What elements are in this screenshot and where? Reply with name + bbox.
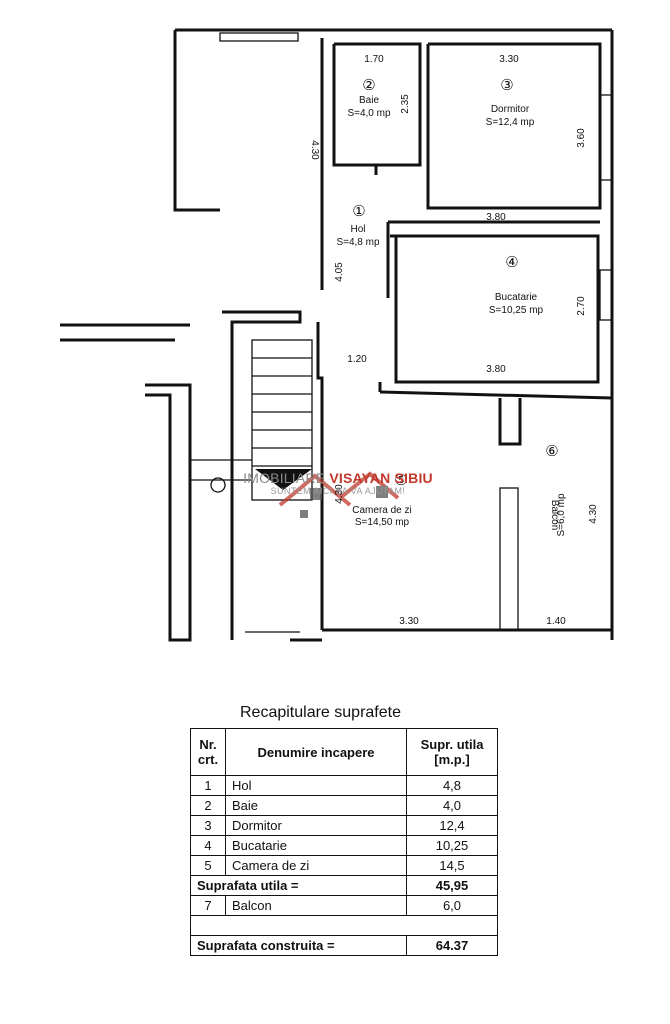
stair-arrow	[255, 469, 312, 490]
staircase	[190, 339, 313, 501]
dim-label: 1.40	[546, 616, 566, 627]
room-camera-area: S=14,50 mp	[355, 517, 410, 528]
dim-label: 4.05	[334, 262, 345, 282]
row-area: 6,0	[406, 895, 498, 916]
room-balcon-num: ⑥	[545, 443, 558, 460]
table-row: 1 Hol 4,8	[190, 775, 498, 796]
dim-label: 3.60	[576, 128, 587, 148]
room-dormitor-name: Dormitor	[491, 104, 530, 115]
built-total-row: Suprafata construita = 64.37	[190, 935, 498, 956]
watermark: IMOBILIARE VISAYAN SIBIU SUNTEM AICI SA …	[228, 470, 448, 496]
watermark-brand: IMOBILIARE VISAYAN SIBIU	[243, 470, 433, 486]
row-nr: 1	[190, 775, 226, 796]
room-dormitor-num: ③	[500, 77, 513, 94]
dim-label: 3.30	[399, 616, 419, 627]
room-baie-num: ②	[362, 77, 375, 94]
room-bucatarie-num: ④	[505, 254, 518, 271]
dim-label: 3.80	[486, 364, 506, 375]
empty-row	[190, 915, 498, 936]
room-baie-name: Baie	[359, 95, 379, 106]
room-baie-area: S=4,0 mp	[347, 108, 391, 119]
table-row: 3 Dormitor 12,4	[190, 815, 498, 836]
room-camera-num: ⑤	[394, 472, 407, 489]
table-row: 4 Bucatarie 10,25	[190, 835, 498, 856]
row-area: 4,8	[406, 775, 498, 796]
room-camera-name: Camera de zi	[352, 505, 411, 516]
dim-label: 4.30	[309, 140, 320, 160]
util-label: Suprafata utila =	[190, 875, 407, 896]
dimensions: 1.70 3.30 2.35 4.30 3.60 3.80 4.05 2.70 …	[309, 54, 599, 627]
dim-label: 4.30	[334, 484, 345, 504]
header-name: Denumire incapere	[225, 728, 407, 776]
row-nr: 2	[190, 795, 226, 816]
room-bucatarie-area: S=10,25 mp	[489, 305, 544, 316]
row-name: Baie	[225, 795, 407, 816]
watermark-slogan: SUNTEM AICI SA VA AJUTAM!	[270, 486, 406, 496]
built-value: 64.37	[406, 935, 498, 956]
room-dormitor-area: S=12,4 mp	[486, 117, 535, 128]
row-nr: 5	[190, 855, 226, 876]
row-area: 14,5	[406, 855, 498, 876]
recap-title: Recapitulare suprafete	[240, 704, 401, 721]
built-label: Suprafata construita =	[190, 935, 407, 956]
row-nr: 7	[190, 895, 226, 916]
dim-label: 1.20	[347, 354, 367, 365]
room-balcon-area: S=6,0 mp	[556, 493, 567, 537]
header-area: Supr. utila [m.p.]	[406, 728, 498, 776]
table-row: 2 Baie 4,0	[190, 795, 498, 816]
row-area: 4,0	[406, 795, 498, 816]
header-nr: Nr. crt.	[190, 728, 226, 776]
row-name: Hol	[225, 775, 407, 796]
table-header-row: Nr. crt. Denumire incapere Supr. utila […	[190, 728, 498, 776]
room-hol-area: S=4,8 mp	[336, 237, 380, 248]
room-bucatarie-name: Bucatarie	[495, 292, 538, 303]
row-name: Bucatarie	[225, 835, 407, 856]
dim-label: 4.30	[588, 504, 599, 524]
row-nr: 4	[190, 835, 226, 856]
util-value: 45,95	[406, 875, 498, 896]
floor-plan: ② Baie S=4,0 mp ③ Dormitor S=12,4 mp ① H…	[60, 28, 614, 642]
row-nr: 3	[190, 815, 226, 836]
room-labels: ② Baie S=4,0 mp ③ Dormitor S=12,4 mp ① H…	[336, 77, 567, 537]
table-row: 7 Balcon 6,0	[190, 895, 498, 916]
dim-label: 2.70	[576, 296, 587, 316]
empty-cell	[190, 915, 498, 936]
recap-table: Nr. crt. Denumire incapere Supr. utila […	[190, 728, 498, 956]
util-total-row: Suprafata utila = 45,95	[190, 875, 498, 896]
row-name: Camera de zi	[225, 855, 407, 876]
row-area: 12,4	[406, 815, 498, 836]
dim-label: 3.30	[499, 54, 519, 65]
room-balcon-name: Balcon	[549, 500, 560, 531]
dim-label: 2.35	[400, 94, 411, 114]
row-area: 10,25	[406, 835, 498, 856]
room-hol-name: Hol	[350, 224, 365, 235]
house-logo	[278, 471, 400, 518]
room-hol-num: ①	[352, 203, 365, 220]
dim-label: 3.80	[486, 212, 506, 223]
table-row: 5 Camera de zi 14,5	[190, 855, 498, 876]
row-name: Dormitor	[225, 815, 407, 836]
dim-label: 1.70	[364, 54, 384, 65]
row-name: Balcon	[225, 895, 407, 916]
walls	[60, 28, 614, 642]
